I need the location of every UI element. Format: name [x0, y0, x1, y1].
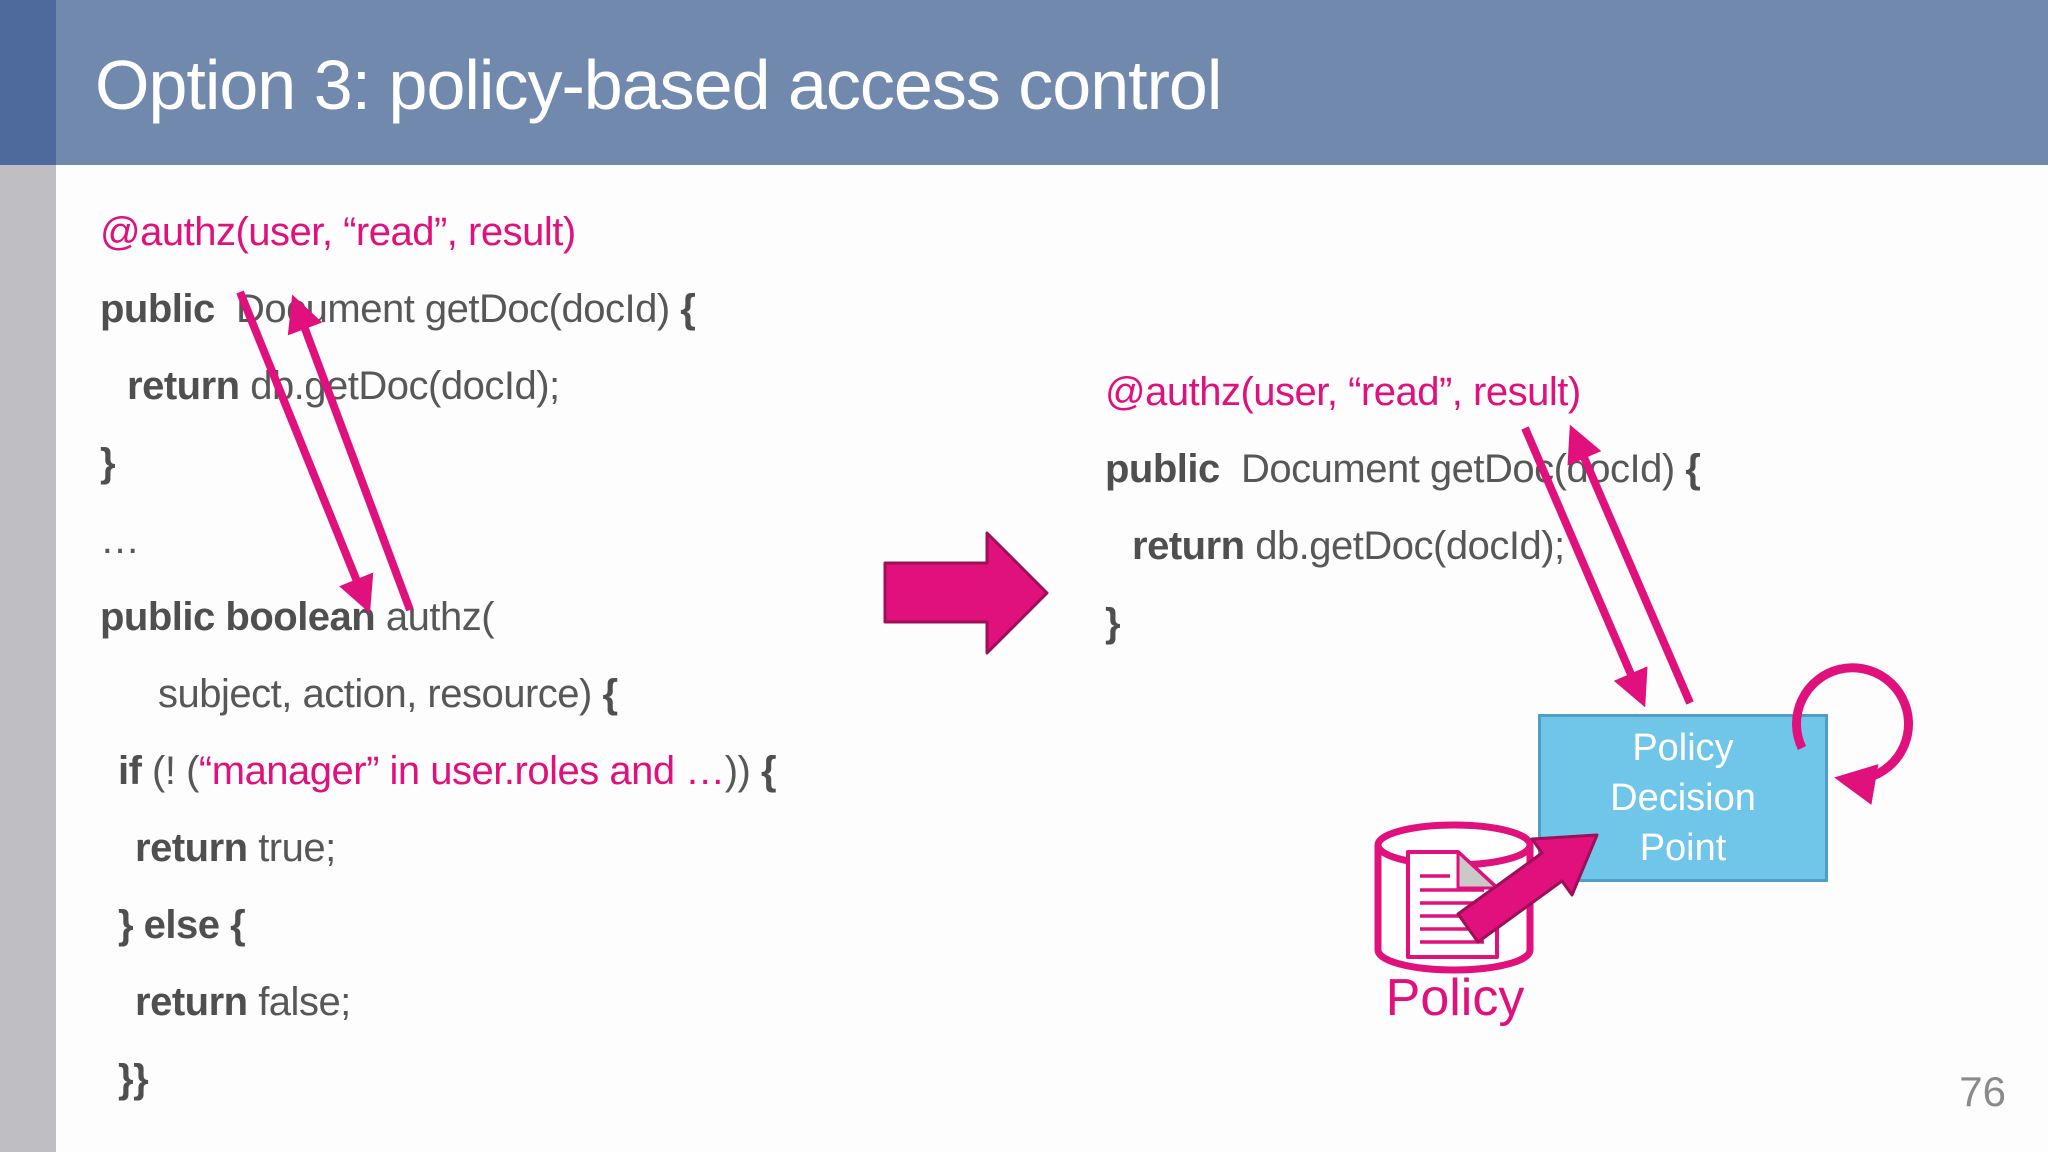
code-segment: return: [1132, 524, 1245, 568]
code-line: public Document getDoc(docId) {: [1105, 431, 1701, 508]
code-line: }: [1105, 585, 1700, 662]
code-segment: public: [100, 287, 215, 331]
code-segment: {: [602, 672, 619, 716]
code-segment: Document getDoc(docId): [1219, 447, 1686, 491]
code-segment: return: [127, 364, 240, 408]
code-segment: }: [1105, 601, 1121, 645]
code-segment: @authz(user, “read”, result): [100, 210, 576, 254]
code-segment: return: [135, 826, 248, 870]
code-line: public boolean authz(: [100, 579, 776, 656]
corner-accent-square: [0, 0, 56, 165]
code-block-left: @authz(user, “read”, result) public Docum…: [100, 194, 777, 1118]
code-line: return true;: [100, 810, 776, 887]
code-segment: public boolean: [100, 595, 376, 639]
code-line: }: [100, 425, 776, 502]
code-segment: }}: [118, 1057, 149, 1101]
code-segment: }: [100, 441, 116, 485]
code-segment: authz(: [375, 595, 495, 639]
title-bar: [0, 0, 2048, 165]
policy-decision-point-box: Policy Decision Point: [1538, 714, 1828, 882]
code-segment: {: [1685, 447, 1701, 491]
policy-document-icon: [1406, 850, 1499, 959]
slide-title: Option 3: policy-based access control: [95, 46, 1222, 124]
code-segment: {: [680, 287, 696, 331]
code-segment: )): [724, 749, 761, 793]
code-segment: public: [1105, 447, 1220, 491]
code-segment: subject, action, resource): [158, 672, 603, 716]
code-segment: true;: [247, 826, 336, 870]
code-segment: return: [135, 980, 248, 1024]
code-line: if (! (“manager” in user.roles and …)) {: [100, 733, 777, 810]
code-line: …: [100, 502, 776, 579]
policy-label: Policy: [1385, 969, 1525, 1027]
code-line: @authz(user, “read”, result): [100, 194, 776, 271]
code-segment: db.getDoc(docId);: [1244, 524, 1565, 568]
policy-database-icon: [1374, 821, 1534, 974]
code-segment: } else {: [118, 903, 246, 947]
code-segment: {: [760, 749, 777, 793]
code-line: return db.getDoc(docId);: [100, 348, 776, 425]
code-line: public Document getDoc(docId) {: [100, 271, 776, 348]
code-segment: (! (: [141, 749, 199, 793]
code-block-right: @authz(user, “read”, result) public Docum…: [1105, 354, 1701, 662]
code-segment: Document getDoc(docId): [214, 287, 681, 331]
side-strip: [0, 165, 56, 1152]
code-line: @authz(user, “read”, result): [1105, 354, 1700, 431]
code-segment: db.getDoc(docId);: [239, 364, 560, 408]
code-line: return db.getDoc(docId);: [1105, 508, 1700, 585]
code-line: }}: [100, 1041, 776, 1118]
code-segment: false;: [247, 980, 351, 1024]
code-segment: if: [118, 749, 142, 793]
pdp-label-line: Point: [1639, 827, 1727, 869]
code-segment: “manager” in user.roles and …: [198, 749, 725, 793]
code-line: return false;: [100, 964, 776, 1041]
code-segment: …: [100, 518, 140, 562]
page-number: 76: [1959, 1068, 2006, 1115]
code-segment: @authz(user, “read”, result): [1105, 370, 1581, 414]
transform-right-arrow: [883, 531, 1049, 655]
code-line: subject, action, resource) {: [100, 656, 776, 733]
pdp-label-line: Decision: [1610, 777, 1756, 819]
code-line: } else {: [100, 887, 776, 964]
pdp-label-line: Policy: [1632, 727, 1734, 769]
